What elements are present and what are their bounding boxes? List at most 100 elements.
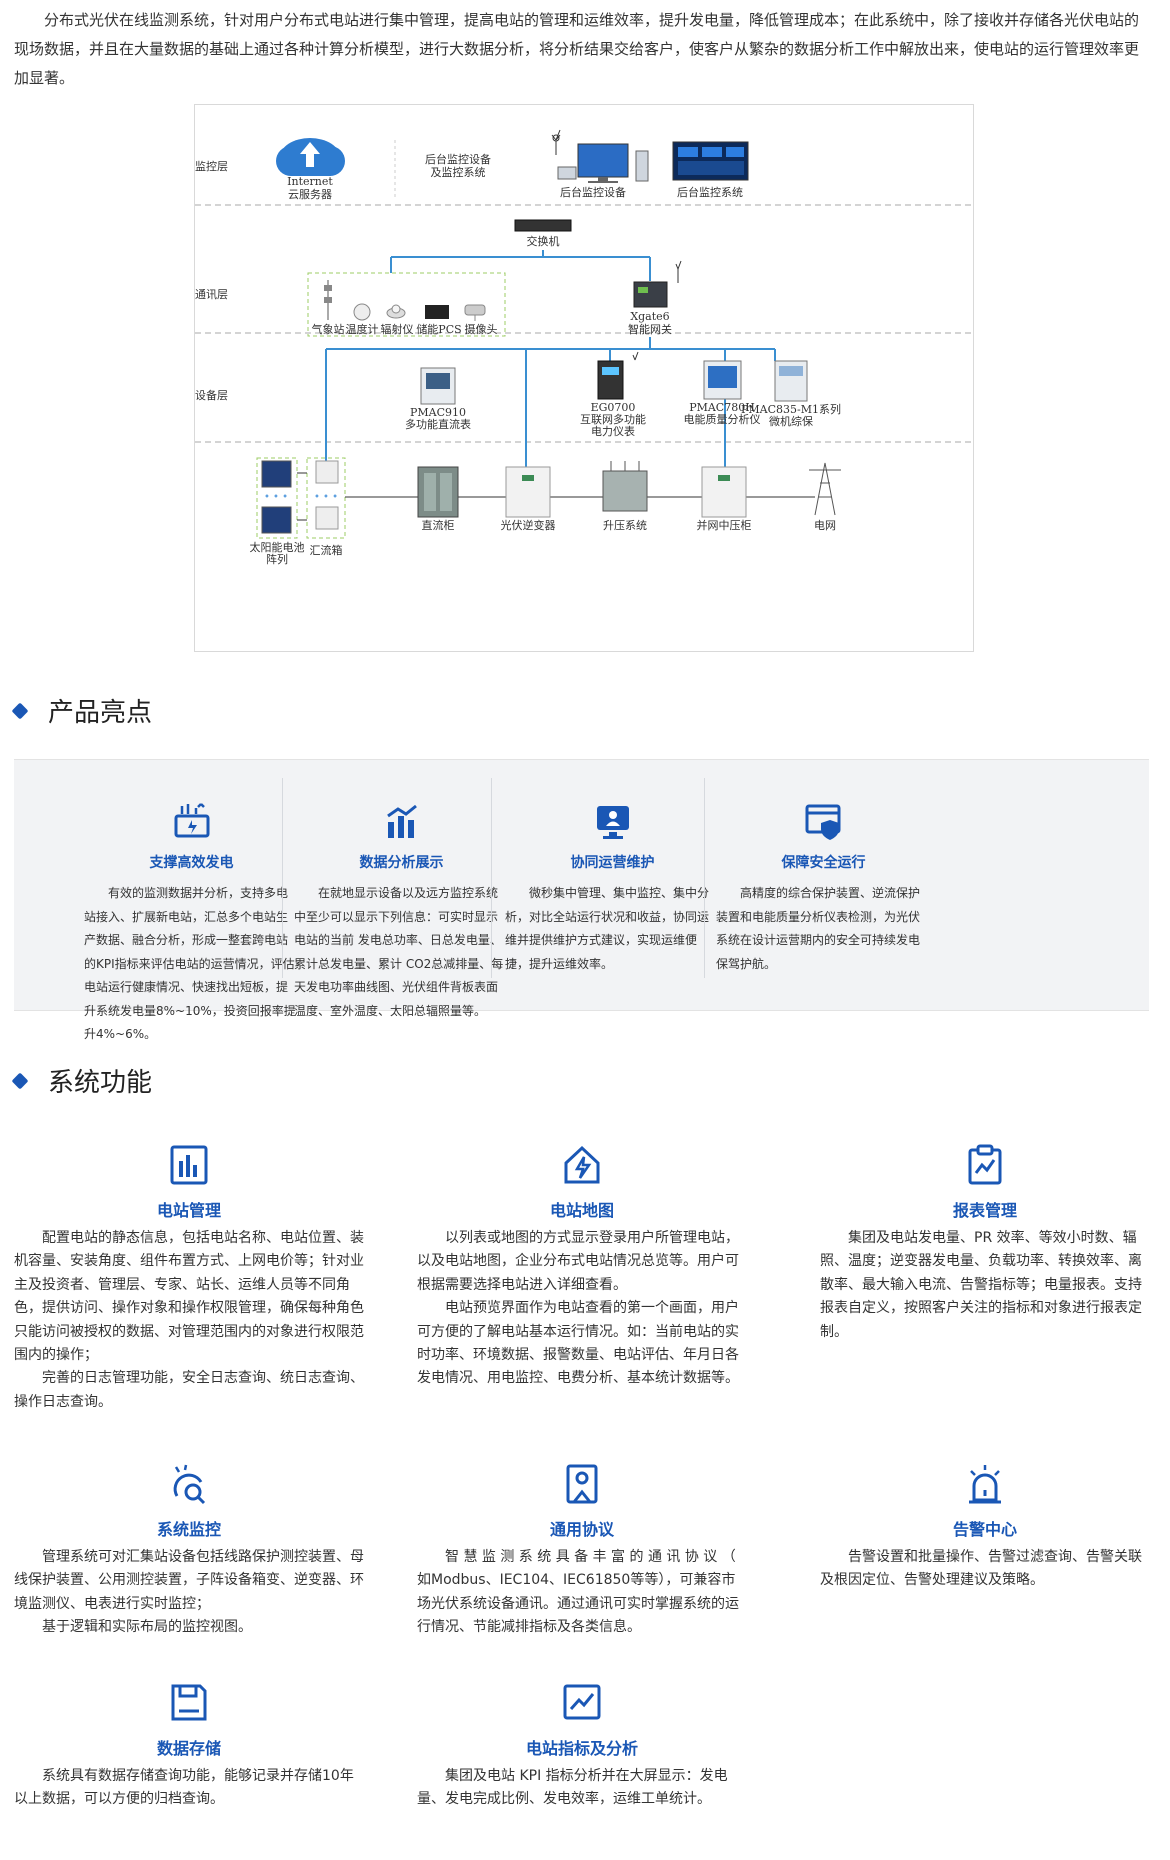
architecture-diagram: 监控层 通讯层 设备层 Internet 云服务器 后台监控设备 及监控系统 后… (194, 104, 974, 652)
comm-device-label-camera: 摄像头 (465, 322, 498, 336)
highlight-title-2: 数据分析展示 (359, 855, 444, 871)
floppy-disk-icon (171, 1684, 207, 1721)
highlight-divider (282, 778, 283, 978)
cloud-label-line2: 云服务器 (288, 188, 332, 201)
switch-icon (514, 219, 572, 232)
function-title: 电站指标及分析 (525, 1739, 638, 1758)
chain-label-boost: 升压系统 (603, 519, 647, 532)
svg-text:• • •: • • • (264, 492, 288, 503)
functions-heading: 系统功能 (11, 1062, 152, 1099)
monitor-user-icon (596, 806, 629, 839)
function-title: 报表管理 (952, 1201, 1017, 1220)
meter-label-pmac910-2: 多功能直流表 (405, 417, 471, 431)
thermometer-icon (353, 303, 371, 321)
section-bullet-icon (11, 1072, 29, 1089)
highlight-divider (704, 778, 705, 978)
combiner-label: 汇流箱 (310, 543, 343, 557)
pyranometer-icon (386, 304, 406, 319)
highlights-panel: 支撑高效发电 有效的监测数据并分析，支持多电站接入、扩展新电站，汇总多个电站生产… (14, 759, 1149, 1041)
meter-label-pmac910-1: PMAC910 (410, 406, 466, 419)
inverter-icon (505, 466, 551, 518)
meter-label-eg0700-2: 互联网多功能 (580, 412, 646, 426)
function-desc: 告警设置和批量操作、告警过滤查询、告警关联及根因定位、告警处理建议及策略。 (820, 1549, 1142, 1589)
meter-eg0700-icon (597, 351, 639, 400)
section-bullet-icon (11, 702, 29, 719)
gateway-label-line2: 智能网关 (628, 322, 672, 336)
highlight-divider (491, 778, 492, 978)
function-desc: 系统具有数据存储查询功能，能够记录并存储10年以上数据，可以方便的归档查询。 (14, 1768, 354, 1808)
highlight-desc-4: 高精度的综合保护装置、逆流保护装置和电能质量分析仪表检测，为光伏系统在设计运营期… (716, 886, 921, 971)
meter-label-pmac835-1: PMAC835-M1系列 (741, 402, 841, 416)
alarm-light-icon (969, 1465, 1001, 1504)
function-title: 数据存储 (156, 1739, 221, 1758)
backend-label-line2: 及监控系统 (431, 165, 486, 179)
camera-icon (464, 304, 486, 321)
chain-label-grid: 电网 (814, 519, 836, 532)
bar-chart-icon (386, 804, 417, 838)
highlight-desc-2: 在就地显示设备以及远方监控系统中至少可以显示下列信息：可实时显示电站的当前 发电… (294, 886, 504, 1018)
function-title: 电站地图 (549, 1201, 614, 1220)
function-title: 通用协议 (549, 1520, 614, 1539)
comm-device-label-radiation: 辐射仪 (381, 322, 414, 336)
layer-label-device: 设备层 (195, 388, 228, 402)
layer-label-comm: 通讯层 (195, 288, 228, 301)
cloud-server-icon (276, 138, 345, 176)
weather-station-icon (324, 280, 332, 320)
function-desc: 集团及电站发电量、PR 效率、等效小时数、辐照、温度；逆变器发电量、负载功率、转… (820, 1230, 1142, 1340)
gateway-label-line1: Xgate6 (630, 310, 669, 323)
backend-device-label: 后台监控设备 (560, 185, 626, 199)
clipboard-chart-icon (968, 1144, 1002, 1185)
house-bolt-icon (564, 1145, 600, 1184)
function-title: 电站管理 (156, 1201, 221, 1220)
combiner-box-icon: • • • (314, 460, 339, 530)
highlights-heading: 产品亮点 (11, 692, 152, 729)
grid-tower-icon (809, 462, 841, 516)
function-desc: 智 慧 监 测 系 统 具 备 丰 富 的 通 讯 协 议 （ 如Modbus、… (417, 1549, 739, 1636)
function-desc: 集团及电站 KPI 指标分析并在大屏显示：发电量、发电完成比例、发电效率，运维工… (417, 1768, 728, 1808)
chain-label-inverter: 光伏逆变器 (501, 518, 556, 532)
highlight-title-3: 协同运营维护 (570, 855, 655, 871)
highlight-card-2: 数据分析展示 在就地显示设备以及远方监控系统中至少可以显示下列信息：可实时显示电… (294, 778, 509, 1018)
bookmark-icon (566, 1464, 598, 1504)
transformer-icon (602, 461, 648, 512)
meter-pmac910-icon (420, 367, 456, 405)
gateway-icon (633, 260, 682, 308)
highlight-card-3: 协同运营维护 微秒集中管理、集中监控、集中分析，对比全站运行状况和收益，协同运维… (505, 778, 720, 988)
solar-panel-icon (174, 803, 209, 838)
meter-label-pmac835-2: 微机综保 (769, 414, 813, 428)
function-title: 系统监控 (156, 1520, 221, 1539)
svg-text:• • •: • • • (314, 492, 338, 503)
meter-label-pmac780h-2: 电能质量分析仪 (684, 412, 761, 426)
chain-label-mv: 并网中压柜 (697, 518, 752, 532)
function-desc: 以列表或地图的方式显示登录用户所管理电站，以及电站地图，企业分布式电站情况总览等… (417, 1230, 739, 1387)
backend-label-line1: 后台监控设备 (425, 152, 491, 166)
dc-cabinet-icon (417, 466, 459, 518)
cloud-label-line1: Internet (287, 175, 333, 188)
comm-device-label-weather: 气象站 (312, 322, 345, 336)
chain-label-dc: 直流柜 (422, 518, 455, 532)
backend-system-icon (672, 141, 749, 181)
highlight-desc-1: 有效的监测数据并分析，支持多电站接入、扩展新电站，汇总多个电站生产数据、融合分析… (84, 886, 296, 1041)
meter-label-eg0700-1: EG0700 (591, 401, 636, 414)
meter-label-pmac780h-1: PMAC780H (689, 401, 755, 414)
function-title: 告警中心 (952, 1520, 1017, 1539)
trend-chart-icon (563, 1684, 601, 1720)
highlight-card-4: 保障安全运行 高精度的综合保护装置、逆流保护装置和电能质量分析仪表检测，为光伏系… (716, 778, 931, 988)
station-chart-icon (170, 1145, 208, 1185)
highlight-title-4: 保障安全运行 (781, 855, 866, 871)
meter-pmac780h-icon (703, 360, 742, 400)
solar-panel-array-icon: • • • (261, 460, 292, 534)
function-desc: 配置电站的静态信息，包括电站名称、电站位置、装机容量、安装角度、组件布置方式、上… (14, 1230, 364, 1410)
function-desc: 管理系统可对汇集站设备包括线路保护测控装置、母线保护装置、公用测控装置，子阵设备… (14, 1549, 364, 1636)
energy-storage-icon (425, 305, 449, 319)
comm-device-label-thermo: 温度计 (346, 322, 379, 336)
backend-device-icon (551, 129, 649, 183)
highlight-title-1: 支撑高效发电 (149, 855, 234, 871)
intro-paragraph: 分布式光伏在线监测系统，针对用户分布式电站进行集中管理，提高电站的管理和运维效率… (14, 11, 1140, 87)
switch-label: 交换机 (527, 234, 560, 248)
mv-cabinet-icon (701, 466, 747, 518)
highlight-desc-3: 微秒集中管理、集中监控、集中分析，对比全站运行状况和收益，协同运维并提供维护方式… (505, 886, 710, 971)
search-cloud-icon (173, 1464, 206, 1505)
highlight-card-1: 支撑高效发电 有效的监测数据并分析，支持多电站接入、扩展新电站，汇总多个电站生产… (84, 778, 299, 1041)
solar-label-line2: 阵列 (266, 552, 288, 566)
